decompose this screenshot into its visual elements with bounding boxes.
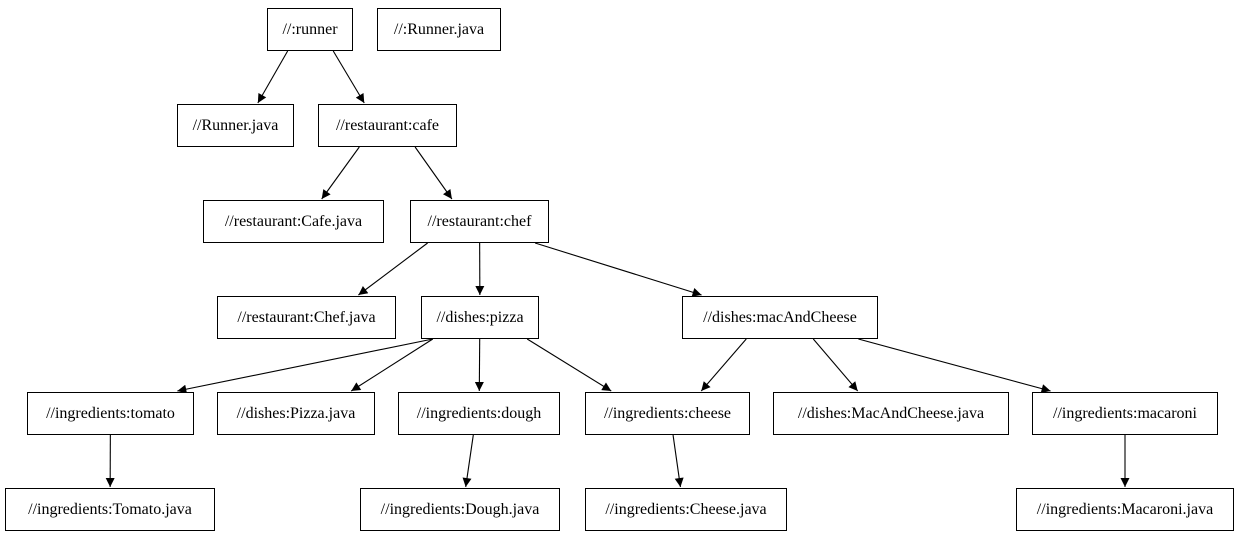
edge-runner-to-runner-java xyxy=(257,50,289,104)
node-cafe: //restaurant:cafe xyxy=(318,104,457,147)
edge-mac-and-cheese-to-cheese xyxy=(700,338,747,392)
edge-cafe-to-chef xyxy=(414,146,453,200)
node-runner-java-root: //:Runner.java xyxy=(377,8,501,51)
edge-pizza-to-tomato xyxy=(177,338,433,394)
edge-pizza-to-pizza-java xyxy=(350,338,434,392)
edge-dough-to-dough-java xyxy=(462,434,474,488)
node-cheese-java: //ingredients:Cheese.java xyxy=(585,488,787,531)
edge-chef-to-mac-and-cheese xyxy=(534,242,702,297)
edge-pizza-to-cheese xyxy=(526,338,612,392)
node-pizza-java: //dishes:Pizza.java xyxy=(217,392,375,435)
edge-chef-to-chef-java xyxy=(358,242,428,296)
node-tomato-java: //ingredients:Tomato.java xyxy=(5,488,215,531)
node-cafe-java: //restaurant:Cafe.java xyxy=(203,200,384,243)
edge-mac-and-cheese-to-mac-and-cheese-java xyxy=(812,338,859,392)
node-runner: //:runner xyxy=(267,8,353,51)
node-macaroni: //ingredients:macaroni xyxy=(1032,392,1218,435)
node-mac-and-cheese-java: //dishes:MacAndCheese.java xyxy=(773,392,1009,435)
edge-mac-and-cheese-to-macaroni xyxy=(858,338,1051,393)
edge-cheese-to-cheese-java xyxy=(672,434,684,488)
node-dough: //ingredients:dough xyxy=(398,392,560,435)
node-pizza: //dishes:pizza xyxy=(421,296,539,339)
node-runner-java: //Runner.java xyxy=(177,104,294,147)
edge-runner-to-cafe xyxy=(332,50,365,104)
node-macaroni-java: //ingredients:Macaroni.java xyxy=(1016,488,1234,531)
node-chef-java: //restaurant:Chef.java xyxy=(217,296,396,339)
node-dough-java: //ingredients:Dough.java xyxy=(360,488,560,531)
node-mac-and-cheese: //dishes:macAndCheese xyxy=(682,296,878,339)
node-cheese: //ingredients:cheese xyxy=(585,392,750,435)
node-tomato: //ingredients:tomato xyxy=(27,392,194,435)
edge-cafe-to-cafe-java xyxy=(321,146,360,200)
node-chef: //restaurant:chef xyxy=(410,200,549,243)
